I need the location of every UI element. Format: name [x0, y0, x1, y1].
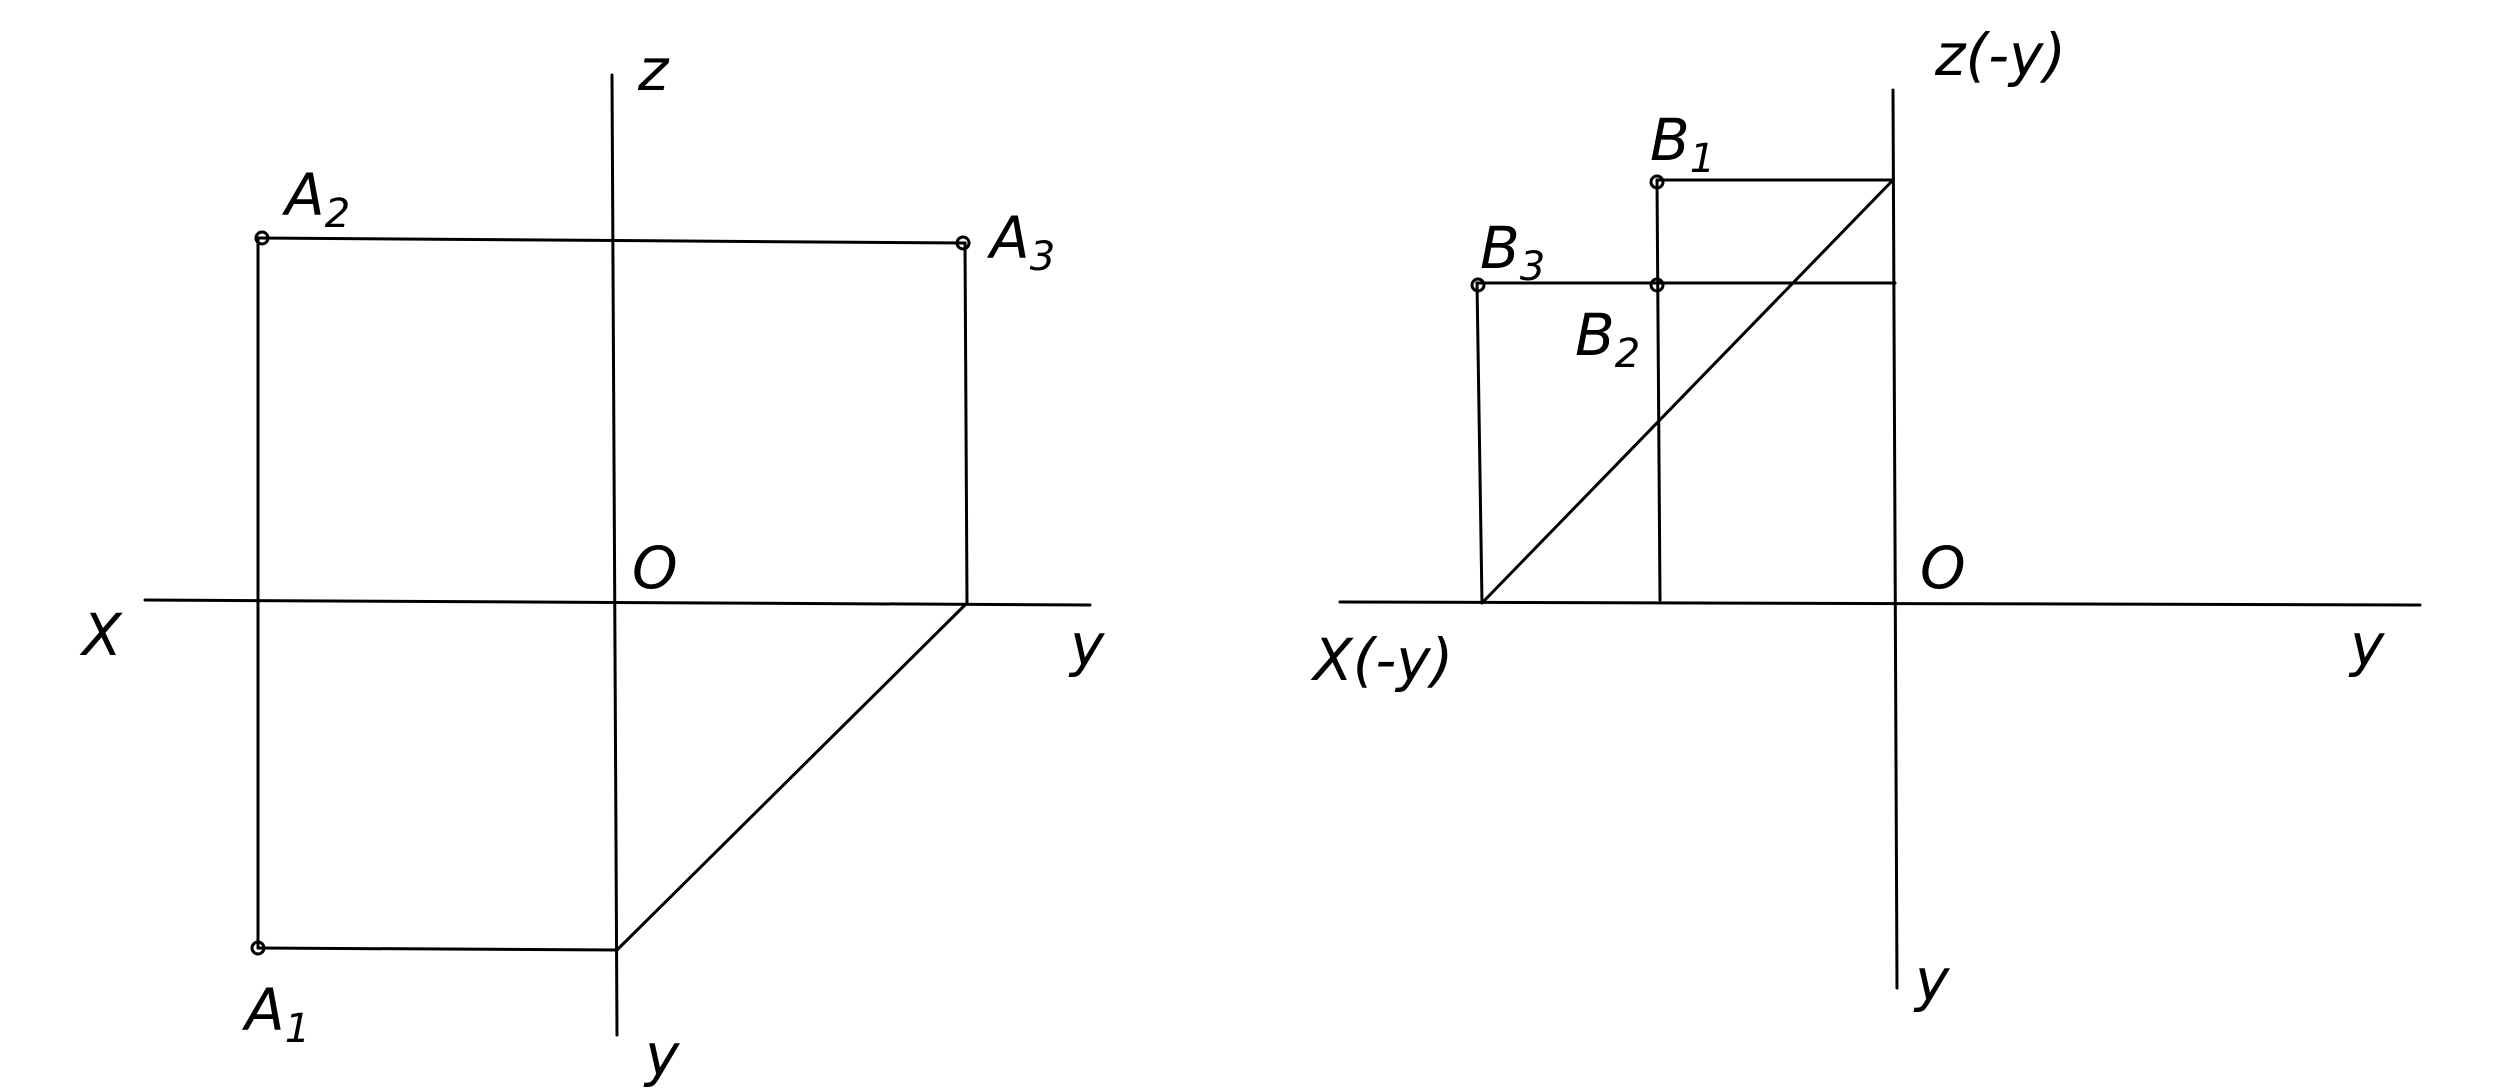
left-point-a2-label: A2 [281, 161, 350, 237]
right-point-b2 [1649, 277, 1665, 293]
left-axis-z-label: z [637, 36, 670, 104]
left-z-axis [610, 73, 619, 1037]
left-point-a3 [955, 235, 971, 251]
right-diagonal-line [1480, 178, 1895, 605]
right-axis-y-right-label: y [2348, 611, 2385, 679]
left-a1-y-line [256, 946, 619, 952]
left-diagram: X y y z O A2 A3 A1 [79, 36, 1105, 1089]
left-diagonal-line [615, 601, 969, 952]
left-a3-down-line [963, 241, 969, 605]
right-b3-down-line [1475, 281, 1484, 605]
left-axis-x-label: X [79, 601, 123, 669]
right-diagram: X(-y) y y z(-y) O B1 B3 B2 [1310, 21, 2422, 1014]
right-point-b3 [1470, 277, 1486, 293]
right-point-b3-label: B3 [1480, 214, 1545, 290]
right-z-axis [1891, 88, 1899, 990]
right-b1-down-line [1655, 178, 1662, 602]
left-origin-label: O [632, 534, 678, 602]
left-point-a2 [254, 230, 270, 246]
right-origin-label: O [1920, 534, 1966, 602]
left-point-a3-label: A3 [986, 204, 1055, 280]
left-a2-a3-line [256, 236, 967, 245]
right-axis-x-label: X(-y) [1310, 626, 1453, 694]
right-x-axis [1338, 600, 2422, 607]
right-axis-z-label: z(-y) [1934, 21, 2066, 89]
right-point-b1 [1649, 174, 1665, 190]
left-point-a1-label: A1 [241, 976, 310, 1052]
left-axis-y-bottom-label: y [643, 1021, 680, 1089]
right-point-b2-label: B2 [1575, 301, 1640, 377]
left-x-axis [143, 598, 1092, 607]
right-axis-y-bottom-label: y [1913, 946, 1950, 1014]
right-point-b1-label: B1 [1650, 106, 1715, 182]
left-point-a1 [250, 940, 266, 956]
left-axis-y-right-label: y [1068, 611, 1105, 679]
